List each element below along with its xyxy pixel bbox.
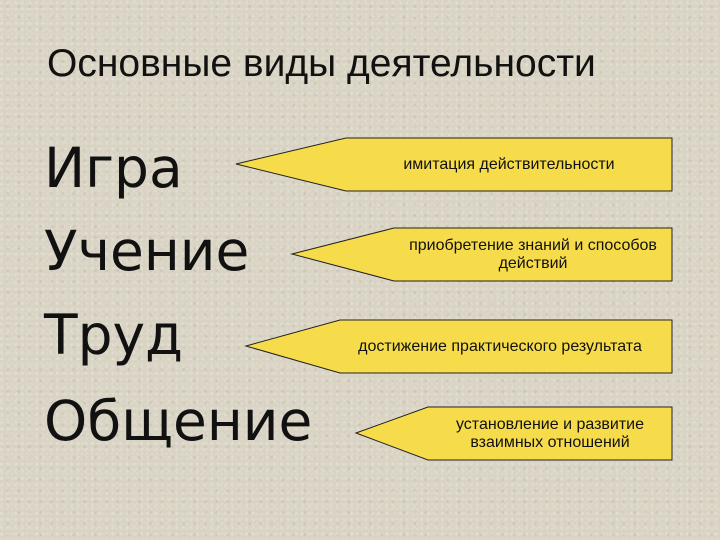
arrow-shape <box>235 137 673 192</box>
arrow-callout-1-text: имитация действительности <box>403 155 615 173</box>
arrow-callout-2-text: приобретение знаний и способов действий <box>409 236 657 272</box>
arrow-callout-4: установление и развитие взаимных отношен… <box>354 406 673 461</box>
activity-igra: Игра <box>44 136 183 200</box>
arrow-shape <box>354 406 673 461</box>
slide-title: Основные виды деятельности <box>47 42 596 85</box>
arrow-callout-2: приобретение знаний и способов действий <box>290 227 673 282</box>
activity-uchenie: Учение <box>44 219 250 283</box>
arrow-callout-4-text: установление и развитие взаимных отношен… <box>455 415 645 451</box>
arrow-callout-1: имитация действительности <box>235 137 673 192</box>
activity-obshchenie: Общение <box>44 389 313 453</box>
arrow-shape <box>244 319 673 374</box>
arrow-shape <box>290 227 673 282</box>
arrow-callout-3: достижение практического результата <box>244 319 673 374</box>
arrow-callout-3-text: достижение практического результата <box>358 337 642 355</box>
activity-trud: Труд <box>44 303 184 367</box>
